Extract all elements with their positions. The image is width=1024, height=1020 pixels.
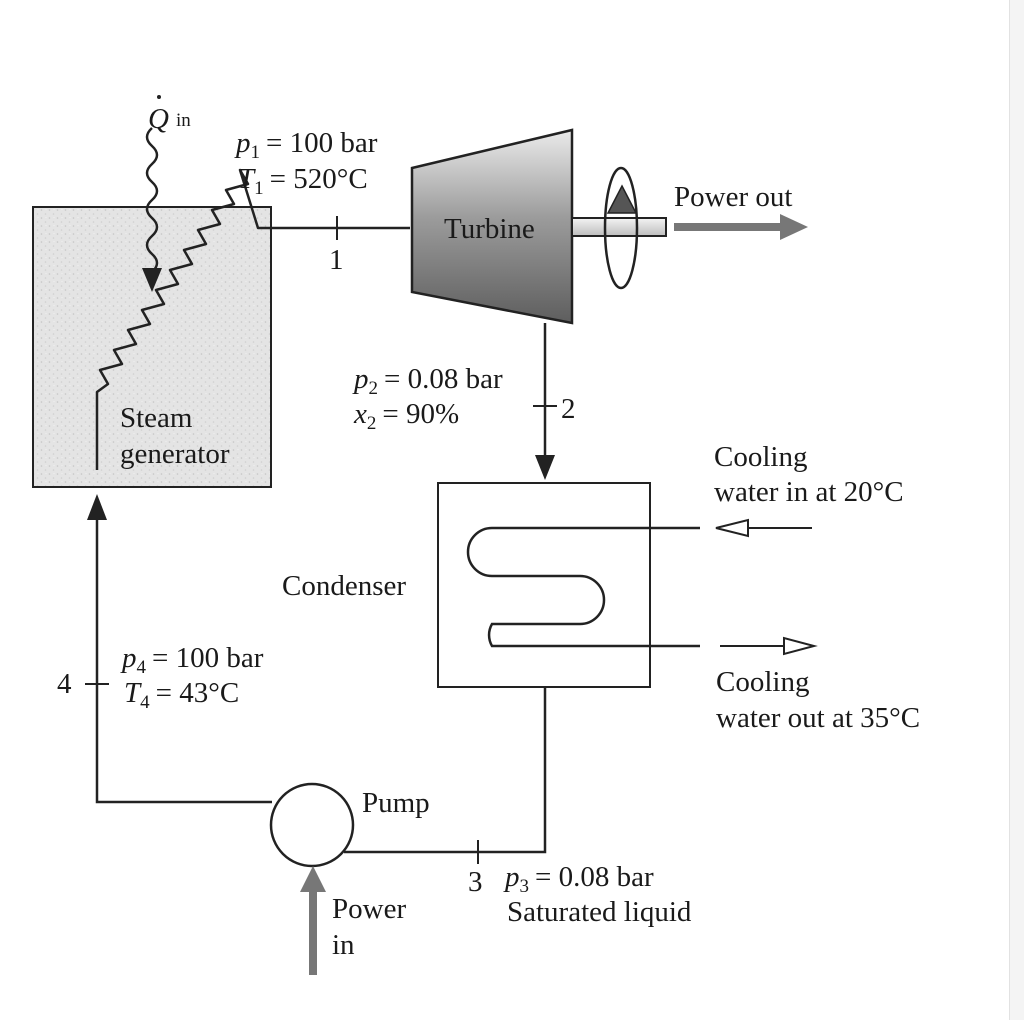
steam-generator-label-line1: Steam <box>120 402 193 434</box>
condenser-outlet-line <box>344 687 547 854</box>
state1-point-label: 1 <box>329 244 344 276</box>
condenser-inlet-arrowhead <box>535 455 555 480</box>
state4-point-label: 4 <box>57 668 72 700</box>
state4-temperature: T4= 43°C <box>124 677 239 713</box>
cooling-out-label-line2: water out at 35°C <box>716 702 920 734</box>
power-in-arrowhead-icon <box>300 866 326 892</box>
condenser-box <box>437 482 651 688</box>
state2-pressure: p2= 0.08 bar <box>352 363 503 399</box>
rotation-indicator <box>603 166 639 290</box>
cooling-in-label-line1: Cooling <box>714 441 807 473</box>
cooling-out-arrowhead-icon <box>783 636 818 656</box>
steam-generator-label-line2: generator <box>120 438 230 470</box>
condenser-coil <box>466 526 700 648</box>
power-in-label-line2: in <box>332 929 355 961</box>
cooling-out-label-line1: Cooling <box>716 666 809 698</box>
rotation-arrowhead-icon <box>606 184 638 214</box>
power-in-label-line1: Power <box>332 893 406 925</box>
state3-point-label: 3 <box>468 866 483 898</box>
state2-point-label: 2 <box>561 393 576 425</box>
state4-pressure: p4= 100 bar <box>120 642 264 678</box>
cooling-in-label-line2: water in at 20°C <box>714 476 904 508</box>
pump-discharge-line <box>95 515 272 804</box>
pump-circle <box>269 782 355 868</box>
state3-pressure: p3= 0.08 bar <box>503 861 654 897</box>
power-out-label: Power out <box>674 181 792 213</box>
power-out-arrowhead-icon <box>780 214 808 240</box>
vertical-scrollbar[interactable] <box>1009 0 1024 1020</box>
heat-input-arrowhead <box>142 268 162 292</box>
steam-generator-coil <box>95 168 410 470</box>
state1-temperature: T1= 520°C <box>238 163 368 199</box>
cooling-in-arrowhead-icon <box>715 518 749 538</box>
state2-quality: x2= 90% <box>353 398 459 434</box>
turbine-body <box>410 128 574 325</box>
heat-input-wavy-arrow <box>145 127 159 273</box>
state3-description: Saturated liquid <box>507 896 692 928</box>
pump-label: Pump <box>362 787 430 819</box>
turbine-shaft <box>571 217 667 237</box>
heat-input-symbol: Q <box>148 103 169 135</box>
condenser-label: Condenser <box>282 570 406 602</box>
turbine-label: Turbine <box>444 213 535 245</box>
state1-pressure: p1= 100 bar <box>234 127 378 163</box>
heat-input-dot <box>157 95 161 99</box>
steam-generator-inlet-arrowhead <box>87 494 107 520</box>
heat-input-subscript: in <box>176 110 191 131</box>
